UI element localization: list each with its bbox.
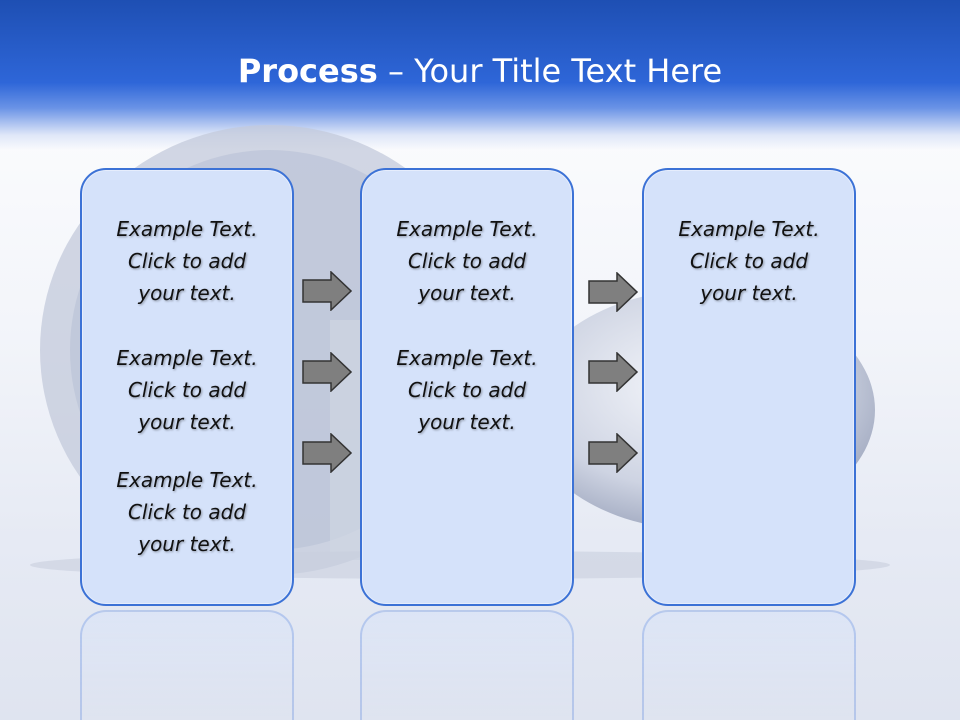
text-line: Click to add bbox=[127, 249, 247, 273]
title-bar bbox=[0, 0, 960, 150]
text-block[interactable]: Example Text. Click to add your text. bbox=[82, 342, 292, 438]
right-arrow-icon bbox=[302, 271, 352, 311]
text-block[interactable]: Example Text. Click to add your text. bbox=[362, 213, 572, 309]
text-line: your text. bbox=[138, 410, 236, 434]
right-arrow-icon bbox=[588, 272, 638, 312]
text-line: Click to add bbox=[127, 500, 247, 524]
right-arrow-icon bbox=[588, 352, 638, 392]
text-line: Click to add bbox=[689, 249, 809, 273]
text-block[interactable]: Example Text. Click to add your text. bbox=[82, 213, 292, 309]
text-line: Example Text. bbox=[396, 346, 538, 370]
text-line: your text. bbox=[418, 281, 516, 305]
text-line: Example Text. bbox=[678, 217, 820, 241]
text-line: Example Text. bbox=[116, 346, 258, 370]
text-block[interactable]: Example Text. Click to add your text. bbox=[644, 213, 854, 309]
process-step-1[interactable]: Example Text. Click to add your text. Ex… bbox=[80, 168, 294, 606]
right-arrow-icon bbox=[588, 433, 638, 473]
text-line: Click to add bbox=[407, 249, 527, 273]
page-title: Process – Your Title Text Here bbox=[0, 52, 960, 90]
text-line: Click to add bbox=[127, 378, 247, 402]
title-bold: Process bbox=[237, 52, 378, 90]
panel-reflection bbox=[360, 610, 574, 720]
text-line: Example Text. bbox=[116, 217, 258, 241]
title-rest: – Your Title Text Here bbox=[377, 52, 723, 90]
process-step-3[interactable]: Example Text. Click to add your text. bbox=[642, 168, 856, 606]
text-block[interactable]: Example Text. Click to add your text. bbox=[362, 342, 572, 438]
right-arrow-icon bbox=[302, 352, 352, 392]
text-line: Example Text. bbox=[116, 468, 258, 492]
text-line: Click to add bbox=[407, 378, 527, 402]
text-line: your text. bbox=[138, 532, 236, 556]
panel-reflection bbox=[642, 610, 856, 720]
process-step-2[interactable]: Example Text. Click to add your text. Ex… bbox=[360, 168, 574, 606]
right-arrow-icon bbox=[302, 433, 352, 473]
text-line: your text. bbox=[138, 281, 236, 305]
text-line: your text. bbox=[700, 281, 798, 305]
text-line: your text. bbox=[418, 410, 516, 434]
text-line: Example Text. bbox=[396, 217, 538, 241]
text-block[interactable]: Example Text. Click to add your text. bbox=[82, 464, 292, 560]
panel-reflection bbox=[80, 610, 294, 720]
